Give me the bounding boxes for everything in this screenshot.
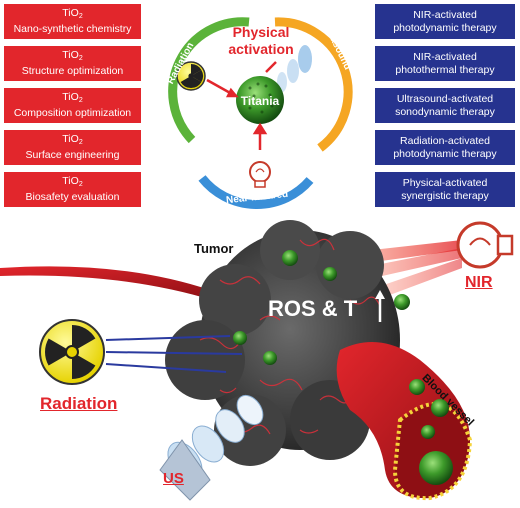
ros-label: ROS & T — [268, 296, 358, 321]
titania-sphere — [236, 76, 284, 124]
therapy-line1: Ultrasound-activated — [396, 92, 494, 105]
ros-up-arrow — [375, 290, 385, 322]
strategy-prefix: TiO — [62, 49, 79, 61]
sphere-dots — [244, 82, 274, 114]
radiation-label: Radiation — [40, 394, 118, 413]
strategy-box: TiO2 Surface engineering — [4, 130, 141, 165]
strategy-subscript: 2 — [78, 139, 83, 146]
strategy-prefix: TiO — [62, 91, 79, 103]
strategy-subscript: 2 — [78, 97, 83, 104]
therapy-line2: synergistic therapy — [401, 189, 489, 202]
nir-label: NIR — [465, 274, 493, 291]
ring-segment-radiation — [168, 17, 250, 144]
artery — [0, 266, 212, 300]
nanoparticles — [233, 250, 410, 365]
tumor-label: Tumor — [194, 241, 234, 256]
ultrasound-transducer — [159, 394, 264, 501]
strategy-prefix: TiO — [62, 175, 79, 187]
blood-vessel — [336, 342, 473, 501]
therapy-line1: Radiation-activated — [400, 134, 490, 147]
strategy-text: Composition optimization — [13, 107, 132, 119]
activation-arrows — [206, 61, 277, 150]
radiation-icon-large — [39, 319, 105, 385]
strategy-box: TiO2 Nano-synthetic chemistry — [4, 4, 141, 39]
sphere-label: Titania — [240, 94, 280, 108]
strategy-box: TiO2 Structure optimization — [4, 46, 141, 81]
therapy-line1: NIR-activated — [413, 8, 477, 21]
therapy-line2: sonodynamic therapy — [395, 105, 495, 118]
therapy-box: Ultrasound-activated sonodynamic therapy — [375, 88, 515, 123]
strategy-box: TiO2 Biosafety evaluation — [4, 172, 141, 207]
ring-segment-near-infrared — [198, 175, 314, 209]
therapy-box: NIR-activated photothermal therapy — [375, 46, 515, 81]
strategy-subscript: 2 — [78, 55, 83, 62]
strategy-text: Biosafety evaluation — [25, 191, 120, 203]
therapy-line2: photodynamic therapy — [393, 21, 497, 34]
therapy-box: Physical-activated synergistic therapy — [375, 172, 515, 207]
therapy-line2: photodynamic therapy — [393, 147, 497, 160]
strategy-box: TiO2 Composition optimization — [4, 88, 141, 123]
light-bulb-icon-large — [456, 221, 514, 269]
therapy-box: Radiation-activated photodynamic therapy — [375, 130, 515, 165]
ring-segment-ultrasound — [274, 17, 353, 152]
strategy-subscript: 2 — [78, 13, 83, 20]
strategy-text: Structure optimization — [21, 65, 124, 77]
therapy-line1: NIR-activated — [413, 50, 477, 63]
us-label: US — [163, 470, 184, 487]
light-bulb-icon-small — [249, 161, 271, 188]
radiation-beams — [105, 335, 243, 373]
title-line2: activation — [228, 41, 294, 57]
therapy-line1: Physical-activated — [402, 176, 488, 189]
title-line1: Physical — [232, 24, 290, 40]
strategy-subscript: 2 — [78, 181, 83, 188]
strategy-text: Nano-synthetic chemistry — [13, 23, 132, 35]
strategy-text: Surface engineering — [25, 149, 120, 161]
physical-activation-title: Physical activation — [216, 24, 306, 58]
activation-ring — [168, 17, 353, 209]
therapy-box: NIR-activated photodynamic therapy — [375, 4, 515, 39]
radiation-icon-small — [176, 61, 206, 91]
strategy-prefix: TiO — [62, 7, 79, 19]
strategy-prefix: TiO — [62, 133, 79, 145]
therapy-line2: photothermal therapy — [395, 63, 495, 76]
